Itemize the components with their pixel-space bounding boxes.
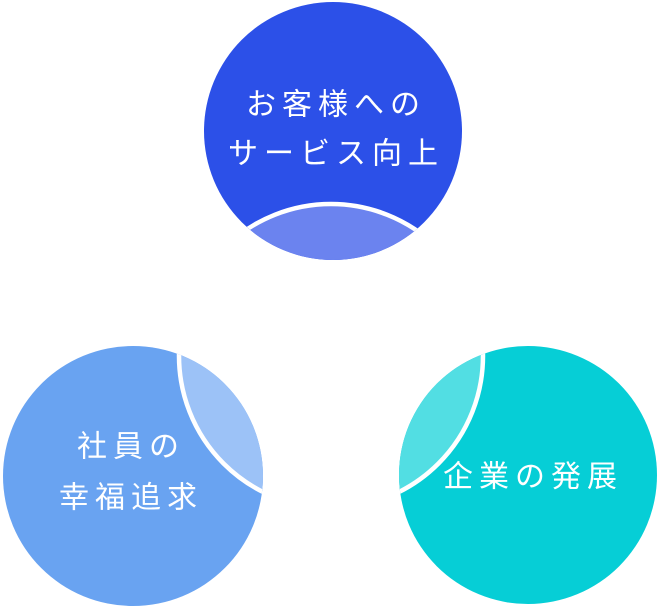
circle-company-growth: 企業の発展 [399,346,657,604]
circle-customer-service-body [204,2,462,260]
circle-employee-happiness-label-line1: 社員の [77,430,185,465]
circle-company-growth-label: 企業の発展 [443,460,623,495]
circle-customer-service-label-line1: お客様への [246,88,426,123]
circle-customer-service: お客様への サービス向上 [204,2,462,260]
circle-customer-service-overlap-arc [204,201,462,260]
circle-company-growth-overlap-arc [399,346,486,511]
circle-customer-service-label-line2: サービス向上 [228,137,444,172]
circle-employee-happiness-label-line2: 幸福追求 [59,481,203,516]
circle-employee-happiness-overlap-arc [176,346,263,511]
circle-employee-happiness: 社員の 幸福追求 [3,346,263,606]
